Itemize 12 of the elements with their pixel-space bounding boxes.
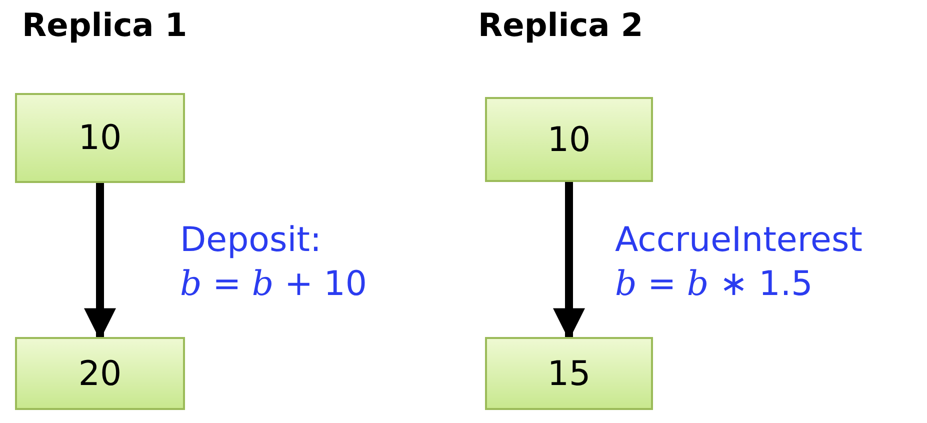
value-text: 10: [78, 118, 122, 158]
value-text: 10: [547, 120, 591, 160]
value-text: 20: [78, 354, 122, 394]
value-box: [485, 337, 653, 410]
value-box: [485, 97, 653, 182]
edge-label: AccrueInterest b = b ∗ 1.5: [615, 219, 863, 306]
column-heading: Replica 1: [22, 6, 188, 44]
column-heading: Replica 2: [478, 6, 644, 44]
edge-label: Deposit: b = b + 10: [180, 219, 368, 306]
value-text: 15: [547, 354, 591, 394]
value-box: [15, 93, 185, 183]
value-box: [15, 337, 185, 410]
